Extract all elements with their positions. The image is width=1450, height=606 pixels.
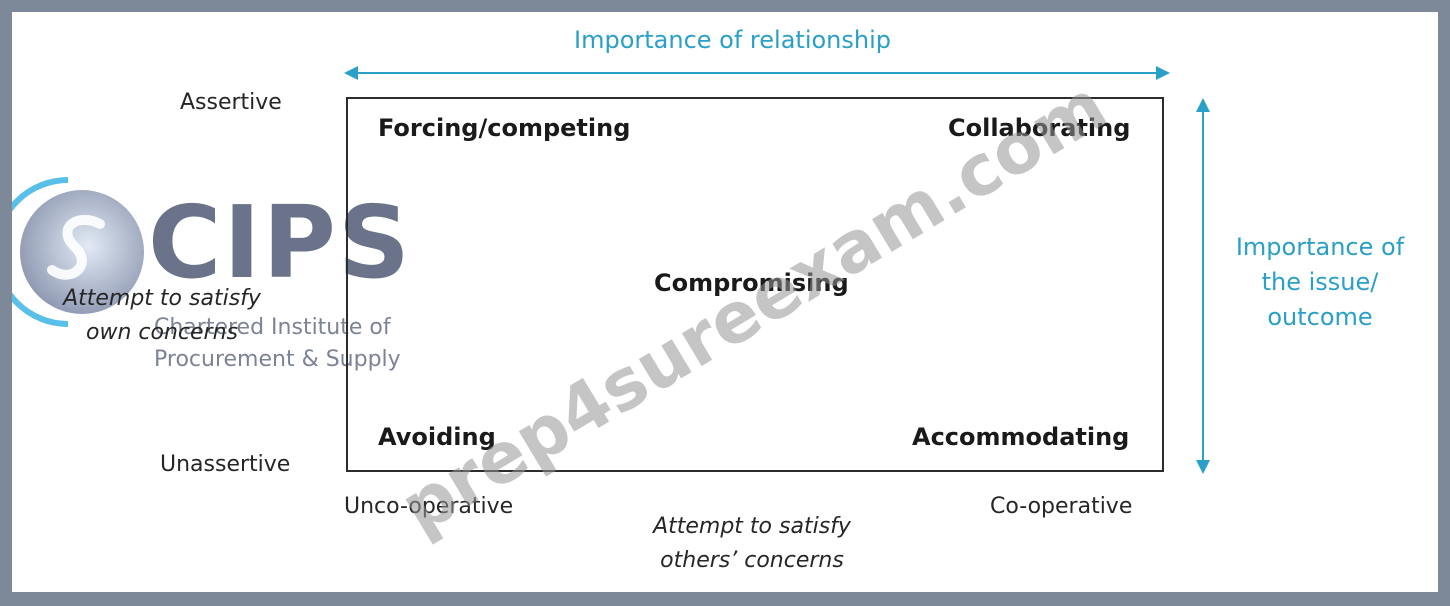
left-axis-title: Attempt to satisfy own concerns — [63, 286, 261, 345]
quadrant-compromising: Compromising — [654, 269, 849, 297]
quadrant-avoiding: Avoiding — [378, 423, 496, 451]
horizontal-double-arrow — [344, 66, 1170, 80]
assertive-label: Assertive — [180, 90, 282, 115]
right-axis-title: Importance of the issue/ outcome — [1235, 233, 1405, 331]
vertical-double-arrow — [1196, 98, 1210, 474]
quadrant-forcing-competing: Forcing/competing — [378, 114, 631, 142]
cips-logo-icon — [12, 177, 144, 327]
unassertive-label: Unassertive — [160, 452, 291, 477]
cips-logo-word: CIPS — [148, 184, 412, 301]
diagram-panel: Importance of relationship Importance of… — [12, 12, 1438, 592]
uncooperative-label: Unco-operative — [344, 494, 514, 519]
top-axis-title: Importance of relationship — [574, 26, 891, 54]
cooperative-label: Co-operative — [990, 494, 1133, 519]
conflict-matrix-box — [346, 97, 1164, 472]
quadrant-accommodating: Accommodating — [912, 423, 1130, 451]
bottom-axis-title: Attempt to satisfy others’ concerns — [653, 514, 851, 573]
cips-logo-subtitle: Chartered Institute of Procurement & Sup… — [154, 315, 401, 372]
quadrant-collaborating: Collaborating — [948, 114, 1131, 142]
